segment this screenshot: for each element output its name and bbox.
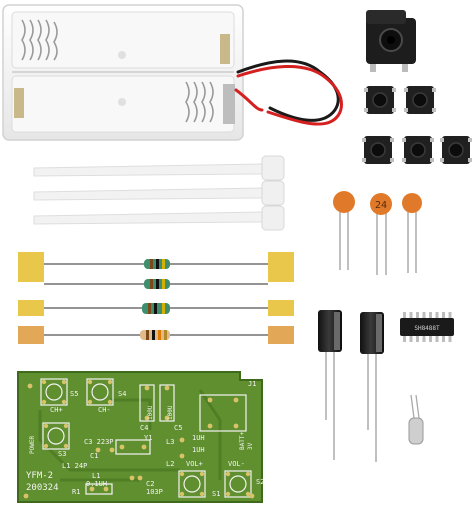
pcb-label-c1: C1 (90, 452, 98, 460)
pcb-label-s2: S2 (256, 478, 264, 486)
axial-components (18, 252, 294, 344)
battery-spring-top (21, 19, 58, 61)
pcb-label-l1b: L1 (92, 472, 100, 480)
ceramic-cap-label: 24 (375, 200, 387, 211)
pcb-label-c2v: 103P (146, 488, 163, 496)
solder-pad (137, 475, 143, 481)
solder-pad (179, 437, 185, 443)
solder-pad (103, 486, 109, 492)
pcb-label-c4: C4 (140, 424, 148, 432)
solder-pad (95, 447, 101, 453)
ic-chip: SH8488T (400, 312, 454, 342)
tactile-button-2 (404, 86, 436, 114)
pcb-button-footprint-3 (42, 422, 70, 450)
pcb-label-y1: Y1 (144, 434, 152, 442)
pcb-label-l3: L3 (166, 438, 174, 446)
axial-row-1 (18, 252, 294, 282)
electrolytic-cap-2 (360, 312, 384, 462)
tactile-buttons (362, 86, 472, 164)
cable-tie-2 (33, 180, 285, 206)
battery-wires (234, 59, 343, 126)
pcb-label-c5: C5 (174, 424, 182, 432)
pcb-label-chplus: CH+ (50, 406, 63, 414)
pcb-button-footprint-2 (86, 378, 114, 406)
cable-tie-1 (33, 155, 285, 181)
ceramic-cap-3 (402, 193, 422, 273)
pcb-label-uh1: 1UH (192, 434, 205, 442)
pcb-label-j1: J1 (248, 380, 256, 388)
axial-row-2 (44, 279, 268, 289)
axial-row-4 (18, 326, 294, 344)
pcb-board: S5 S4 CH+ CH- C4 C5 J1 S3 C3 223P Y1 L3 … (17, 371, 264, 503)
cable-tie-3 (33, 205, 285, 231)
solder-pad (233, 423, 239, 429)
ceramic-capacitors: 24 (333, 191, 422, 275)
pcb-label-c2: C2 (146, 480, 154, 488)
pcb-label-3v: 3V (247, 442, 254, 450)
battery-spring-bottom (185, 81, 214, 123)
tactile-button-4 (402, 136, 434, 164)
pcb-label-s1: S1 (212, 490, 220, 498)
tactile-button-3 (362, 136, 394, 164)
ic-marking: SH8488T (414, 325, 440, 332)
solder-pad (207, 397, 213, 403)
axial-row-3 (18, 300, 294, 316)
pcb-label-s4: S4 (118, 390, 126, 398)
cable-ties (33, 155, 285, 231)
solder-pad (89, 486, 95, 492)
pcb-label-batt: BATT+ (239, 432, 246, 450)
solder-pad (23, 493, 29, 499)
pcb-label-c100b: 100U (167, 405, 174, 420)
solder-pad (249, 493, 255, 499)
pcb-label-chminus: CH- (98, 406, 111, 414)
solder-pad (164, 415, 170, 421)
pcb-button-footprint-5 (224, 470, 252, 498)
solder-pad (144, 385, 150, 391)
pcb-label-r1: R1 (72, 488, 80, 496)
solder-pad (27, 383, 33, 389)
solder-pad (233, 397, 239, 403)
audio-jack (366, 10, 416, 72)
solder-pad (141, 444, 147, 450)
pcb-label-uh2: 1UH (192, 446, 205, 454)
pcb-label-l1: L1 24P (62, 462, 87, 470)
pcb-label-c3: C3 223P (84, 438, 114, 446)
ceramic-cap-2: 24 (370, 193, 392, 275)
solder-pad (119, 444, 125, 450)
pcb-label-uh3: 0.1UH (86, 480, 107, 488)
pcb-label-date: 200324 (26, 483, 59, 493)
pcb-button-footprint-4 (178, 470, 206, 498)
crystal-oscillator (408, 394, 424, 445)
pcb-label-l2: L2 (166, 460, 174, 468)
tactile-button-1 (364, 86, 396, 114)
electrolytic-cap-1 (318, 310, 342, 460)
pcb-label-vol-minus: VOL- (228, 460, 245, 468)
solder-pad (129, 475, 135, 481)
pcb-label-model: YFM-2 (26, 471, 53, 481)
battery-holder (2, 4, 244, 141)
tactile-button-5 (440, 136, 472, 164)
pcb-button-footprint-1 (40, 378, 68, 406)
pcb-label-s5: S5 (70, 390, 78, 398)
solder-pad (179, 453, 185, 459)
solder-pad (144, 415, 150, 421)
pcb-label-vol-plus: VOL+ (186, 460, 203, 468)
pcb-label-c100a: 100U (147, 405, 154, 420)
solder-pad (207, 423, 213, 429)
pcb-label-power: POWER (29, 436, 36, 454)
solder-pad (109, 447, 115, 453)
ceramic-cap-1 (333, 191, 355, 270)
solder-pad (164, 385, 170, 391)
pcb-label-s3: S3 (58, 450, 66, 458)
electrolytic-capacitors (318, 310, 384, 462)
